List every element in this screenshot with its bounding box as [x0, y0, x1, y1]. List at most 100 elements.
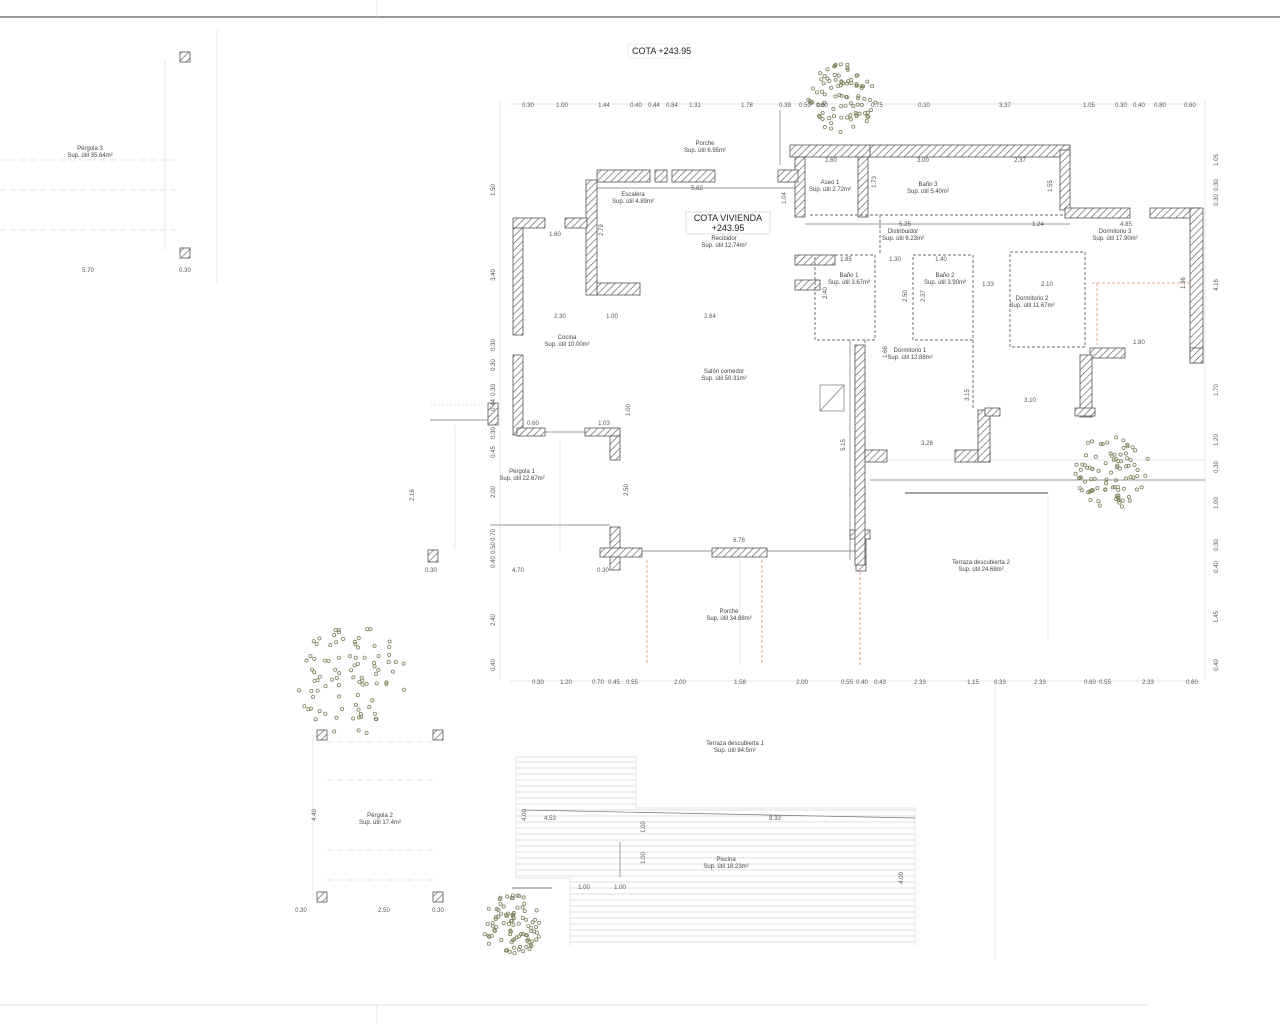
room-area: Sup. útil 84.5m²: [714, 748, 756, 754]
room-area: Sup. útil 6.95m²: [684, 148, 726, 154]
dimension-bottom: 1.15: [967, 680, 979, 686]
dimension-interior: 1.24: [1032, 222, 1044, 228]
dimension-bottom: 0.30: [532, 680, 544, 686]
dimension-top: 0.50: [799, 103, 811, 109]
cota-label: COTA +243.95: [632, 46, 691, 56]
room-area: Sup. útil 34.88m²: [706, 616, 751, 622]
dimension-interior: 3.10: [1024, 398, 1036, 404]
dimension-right: 4.16: [1214, 279, 1220, 291]
dimension-right: 0.30: [1214, 461, 1220, 473]
tree-icon: [1073, 435, 1150, 509]
dimension-top: 0.44: [648, 103, 660, 109]
dimension-interior: 1.00: [614, 885, 626, 891]
dimension-top: 1.31: [689, 103, 701, 109]
room-area: Sup. útil 17.4m²: [359, 820, 401, 826]
dimension-right: 1.00: [1214, 497, 1220, 509]
dimension-right: 0.30: [1214, 194, 1220, 206]
dimension-interior: 1.04: [782, 192, 788, 204]
dimension-right: 1.20: [1214, 434, 1220, 446]
dimension-interior: 2.37: [921, 290, 927, 302]
room-name: Distribuidor: [888, 229, 918, 235]
room-area: Sup. útil 35.64m²: [67, 153, 112, 159]
dimension-top: 1.78: [741, 103, 753, 109]
dimension-bottom: 2.00: [674, 680, 686, 686]
dimension-interior: 2.79: [599, 224, 605, 236]
room-name: Pérgola 2: [367, 813, 393, 819]
dimension-interior: 1.00: [606, 314, 618, 320]
room-name: Cocina: [558, 335, 577, 341]
dimension-bottom: 2.00: [796, 680, 808, 686]
dimension-bottom: 1.58: [734, 680, 746, 686]
dimension-bottom: 0.55: [1099, 680, 1111, 686]
room-area: Sup. útil 5.40m²: [907, 189, 949, 195]
dimension-interior: 5.15: [841, 439, 847, 451]
dimension-interior: 1.36: [1181, 277, 1187, 289]
dimension-left: 0.40: [491, 659, 497, 671]
dimension-interior: 0.30: [597, 568, 609, 574]
dimension-interior: 2.10: [1041, 282, 1053, 288]
room-name: Pérgola 1: [509, 469, 535, 475]
dimension-bottom: 0.45: [608, 680, 620, 686]
room-name: Baño 2: [935, 273, 955, 279]
dimension-top: 0.84: [666, 103, 678, 109]
dimension-top: 0.30: [918, 103, 930, 109]
dimension-interior: 2.30: [554, 314, 566, 320]
room-name: Terraza descubierta 2: [952, 560, 1010, 566]
dimension-top: 0.75: [871, 103, 883, 109]
dimension-left: 0.30: [491, 339, 497, 351]
tree-icon: [297, 627, 406, 735]
room-area: Sup. útil 10.00m²: [544, 342, 589, 348]
dimension-top: 0.60: [1184, 103, 1196, 109]
dimension-left: 0.45: [491, 446, 497, 458]
dimension-top: 3.37: [999, 103, 1011, 109]
dimension-left: 1.50: [491, 184, 497, 196]
room-name: Dormitorio 1: [894, 348, 927, 354]
dimension-interior: 0.30: [432, 908, 444, 914]
walls: [427, 144, 1204, 572]
dimension-bottom: 0.55: [626, 680, 638, 686]
dimension-interior: 4.40: [312, 809, 318, 821]
room-name: Piscina: [716, 857, 736, 863]
room-area: Sup. útil 11.67m²: [1010, 303, 1055, 309]
dimension-top: 0.40: [630, 103, 642, 109]
dimension-left: 0.30: [491, 359, 497, 371]
elevation-labels: COTA +243.95 COTA VIVIENDA +243.95: [627, 43, 771, 235]
dimension-bottom: 0.40: [856, 680, 868, 686]
room-name: Terraza descubierta 1: [706, 741, 764, 747]
dimension-right: 1.45: [1214, 611, 1220, 623]
dimension-left: 0.44: [491, 399, 497, 411]
dimension-top: 0.80: [816, 103, 828, 109]
dimension-interior: 1.55: [1048, 180, 1054, 192]
room-area: Sup. útil 3.67m²: [828, 280, 870, 286]
dimension-right: 0.40: [1214, 561, 1220, 573]
room-area: Sup. útil 24.68m²: [958, 567, 1003, 573]
trees: [297, 62, 1150, 956]
dimension-bottom: 2.33: [1034, 680, 1046, 686]
dimension-interior: 0.60: [527, 421, 539, 427]
dimension-left: 0.50: [491, 542, 497, 554]
partition-walls: [646, 214, 1190, 665]
pergola-2: [312, 729, 444, 903]
dimension-interior: 2.37: [1014, 158, 1026, 164]
dimension-top: 1.00: [556, 103, 568, 109]
dimension-bottom: 2.33: [1142, 680, 1154, 686]
room-area: Sup. útil 18.23m²: [703, 864, 748, 870]
dimension-top: 0.39: [779, 103, 791, 109]
dimension-right: 0.30: [1214, 539, 1220, 551]
dimension-bottom: 2.33: [914, 680, 926, 686]
dimension-interior: 4.53: [544, 816, 556, 822]
dimension-right: 0.40: [1214, 659, 1220, 671]
room-name: Baño 3: [918, 182, 938, 188]
room-name: Recibidor: [711, 236, 736, 242]
dimension-interior: 1.00: [641, 821, 647, 833]
dimension-interior: 3.28: [921, 441, 933, 447]
room-area: Sup. útil 4.89m²: [612, 199, 654, 205]
dimension-interior: 2.40: [823, 287, 829, 299]
dimension-interior: 1.00: [578, 885, 590, 891]
room-name: Baño 1: [839, 273, 859, 279]
dimension-interior: 2.50: [624, 484, 630, 496]
dimension-interior: 4.70: [512, 568, 524, 574]
pergola-1: [430, 404, 610, 550]
